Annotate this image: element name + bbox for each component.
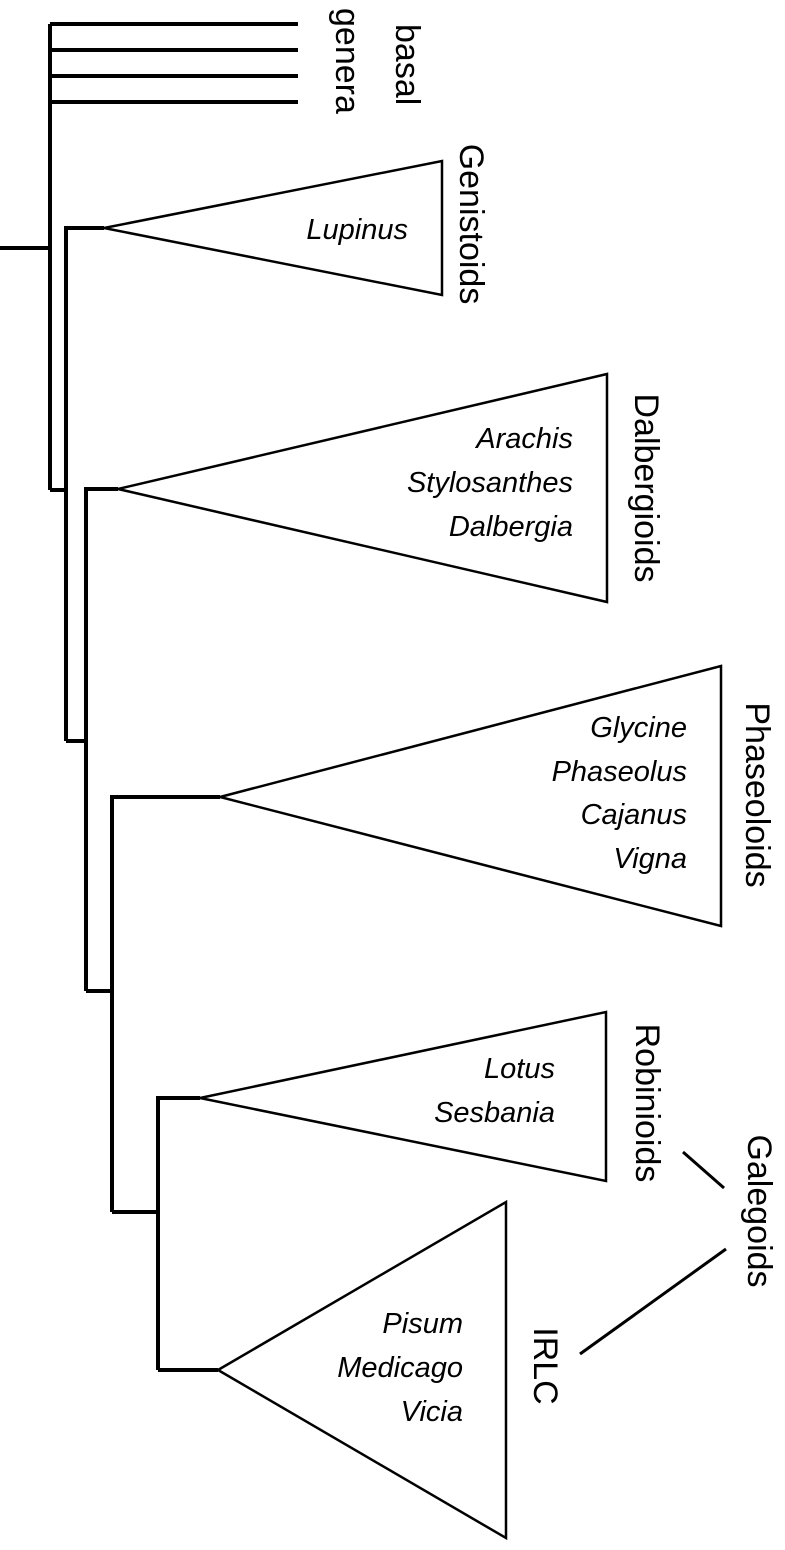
genus-label: Cajanus: [581, 799, 687, 831]
group-labels: basal genera Genistoids Dalbergioids Pha…: [328, 8, 778, 1405]
genistoid-node-branch: [50, 226, 104, 741]
group-label-phaseoloids: Phaseoloids: [738, 702, 776, 887]
group-label-irlc: IRLC: [526, 1327, 564, 1404]
genus-label: Lupinus: [306, 214, 408, 246]
genus-label: Vicia: [401, 1396, 463, 1428]
genus-label: Lotus: [484, 1053, 555, 1085]
basal-genera-label-line1: basal: [388, 24, 426, 105]
phaseoloid-node-branch: [86, 795, 220, 1212]
clade-triangle-robinioids: [199, 1010, 608, 1183]
group-label-galegoids: Galegoids: [740, 1134, 778, 1287]
genus-labels: Lupinus Arachis Stylosanthes Dalbergia G…: [306, 214, 687, 1428]
genus-label: Dalbergia: [449, 511, 573, 543]
genus-label: Pisum: [382, 1308, 463, 1340]
group-label-dalbergioids: Dalbergioids: [627, 394, 665, 583]
clade-triangle-genistoids: [103, 159, 444, 297]
genus-label: Sesbania: [434, 1097, 555, 1129]
genus-label: Vigna: [613, 843, 687, 875]
clade-triangle-dalbergioids: [117, 372, 609, 604]
group-label-genistoids: Genistoids: [452, 144, 490, 305]
basal-genera-branches: [50, 22, 298, 104]
genus-label: Stylosanthes: [407, 467, 573, 499]
genus-label: Medicago: [337, 1352, 463, 1384]
dalbergioid-node-branch: [66, 487, 118, 991]
tree-edges: [0, 22, 298, 1372]
clade-triangle-irlc: [215, 1199, 508, 1541]
genus-label: Phaseolus: [552, 756, 687, 788]
genus-label: Glycine: [590, 712, 687, 744]
group-label-robinioids: Robinioids: [628, 1024, 666, 1183]
clade-triangle-phaseoloids: [215, 664, 723, 928]
basal-genera-label-line2: genera: [328, 8, 366, 114]
galegoid-connector-robinioids: [682, 1150, 725, 1190]
galegoid-connector-irlc: [579, 1247, 727, 1356]
galegoid-node-branch: [112, 1096, 218, 1372]
genus-label: Arachis: [474, 423, 573, 455]
